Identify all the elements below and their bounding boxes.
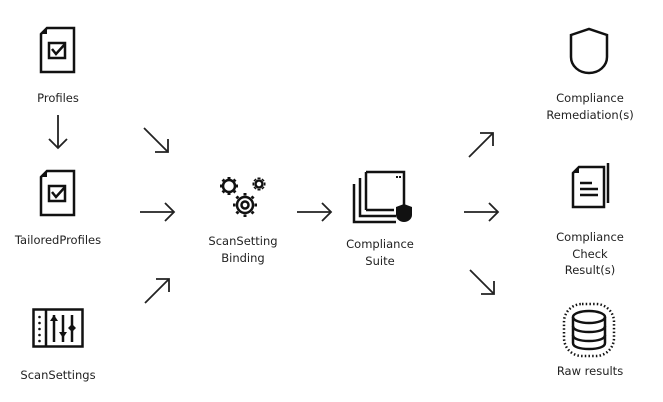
profiles-label: Profiles (37, 91, 79, 105)
arrow-tailored-to-binding (140, 203, 174, 221)
arrow-suite-to-raw-results (470, 270, 494, 294)
tailored-profiles-label: TailoredProfiles (14, 233, 102, 247)
label-line: Suite (365, 253, 395, 268)
label-line: Compliance (556, 91, 624, 105)
database-icon (562, 302, 616, 358)
compliance-remediations-label: Compliance Remediation(s) (546, 90, 633, 123)
arrow-scansettings-to-binding (145, 279, 169, 303)
label-line: Result(s) (564, 263, 616, 277)
label-line: Binding (221, 250, 265, 265)
document-check-icon (38, 169, 78, 217)
compliance-suite-label: Compliance Suite (346, 236, 414, 269)
arrow-profiles-to-binding (144, 128, 168, 152)
arrow-binding-to-suite (297, 203, 331, 221)
arrow-profiles-to-tailored (49, 115, 67, 148)
compliance-check-results-label: Compliance Check Result(s) (556, 229, 624, 279)
label-line: Compliance (346, 237, 414, 251)
document-check-icon (38, 26, 78, 74)
documents-icon (570, 161, 612, 209)
label-line: ScanSetting (208, 234, 278, 248)
sliders-icon (32, 308, 84, 348)
scan-settings-label: ScanSettings (20, 368, 96, 382)
shield-icon (569, 27, 609, 75)
label-line: Check (572, 246, 608, 261)
raw-results-label: Raw results (556, 364, 624, 378)
gears-icon (220, 177, 266, 217)
scan-setting-binding-label: ScanSetting Binding (208, 233, 277, 266)
label-line: Remediation(s) (546, 107, 634, 122)
arrow-suite-to-check-results (464, 203, 498, 221)
stacked-windows-shield-icon (352, 169, 412, 223)
label-line: Compliance (556, 230, 624, 244)
arrow-suite-to-remediation (469, 133, 493, 157)
